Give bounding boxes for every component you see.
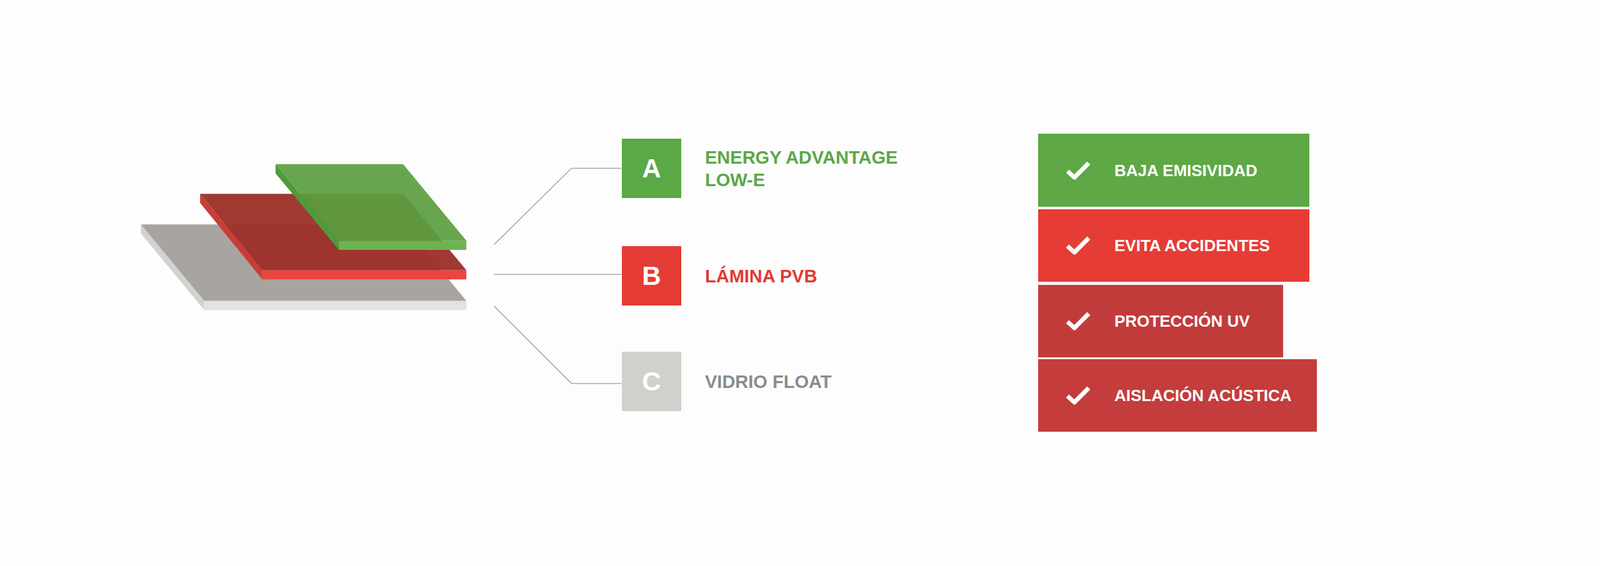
check-mark [1067,163,1089,178]
callout-letter: A [621,138,682,199]
check-mark [1067,388,1089,403]
leader-line [493,273,622,275]
callout-item: C VIDRIO FLOAT [621,351,930,412]
callout-item: A ENERGY ADVANTAGE LOW-E [621,138,930,199]
feature-bar: EVITA ACCIDENTES [1038,209,1310,282]
check-icon [1065,385,1091,407]
callout-letter: C [621,351,682,412]
layer-name: VIDRIO FLOAT [705,370,930,394]
pvb-edge [262,270,467,280]
glass-edge [204,301,467,311]
feature-text: BAJA EMISIVIDAD [1114,160,1258,180]
leader-line [493,306,622,384]
layer-name: ENERGY ADVANTAGE LOW-E [705,146,930,192]
lowe-layer [275,164,467,241]
check-icon [1065,160,1091,182]
check-mark [1067,238,1089,253]
check-icon [1065,310,1091,332]
feature-bar: BAJA EMISIVIDAD [1038,133,1310,207]
feature-bar: PROTECCIÓN UV [1038,285,1284,358]
callout-letter: B [621,246,682,306]
feature-bar: AISLACIÓN ACÚSTICA [1038,359,1317,432]
feature-text: EVITA ACCIDENTES [1114,236,1270,256]
layer-name: LÁMINA PVB [705,265,930,288]
feature-text: PROTECCIÓN UV [1114,311,1250,332]
check-icon [1065,235,1091,257]
callout-item: B LÁMINA PVB [621,246,930,306]
feature-text: AISLACIÓN ACÚSTICA [1114,386,1292,406]
check-mark [1067,313,1089,329]
leader-line [493,168,622,245]
lowe-edge [338,240,467,250]
